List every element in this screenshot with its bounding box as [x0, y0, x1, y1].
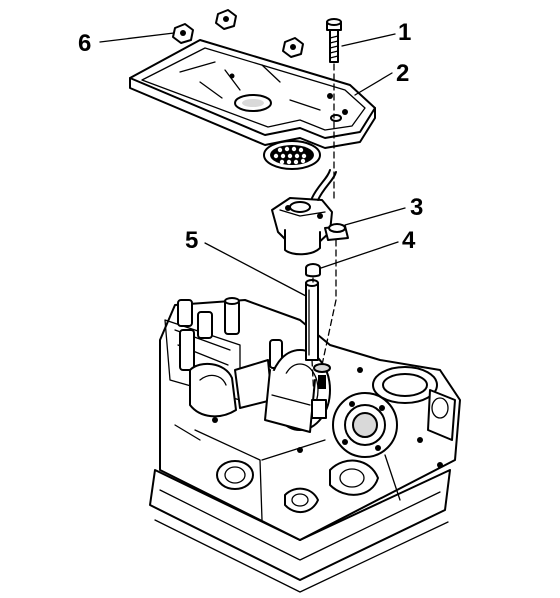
bolt [326, 18, 342, 63]
baffle-plate [129, 39, 376, 149]
callout-1: 1 [398, 19, 411, 46]
oil-pump-drive-shaft [305, 279, 319, 361]
assembly-centerlines [311, 63, 337, 399]
washer [305, 263, 321, 278]
nut [172, 9, 304, 58]
callout-3: 3 [410, 194, 423, 221]
engine-block [149, 297, 461, 593]
callout-4: 4 [402, 227, 416, 254]
callout-5: 5 [185, 227, 198, 254]
callout-2: 2 [396, 60, 409, 87]
callout-6: 6 [78, 30, 91, 57]
leader-lines [99, 32, 406, 297]
oil-pickup-screen [263, 140, 321, 170]
oil-pump [271, 169, 349, 256]
